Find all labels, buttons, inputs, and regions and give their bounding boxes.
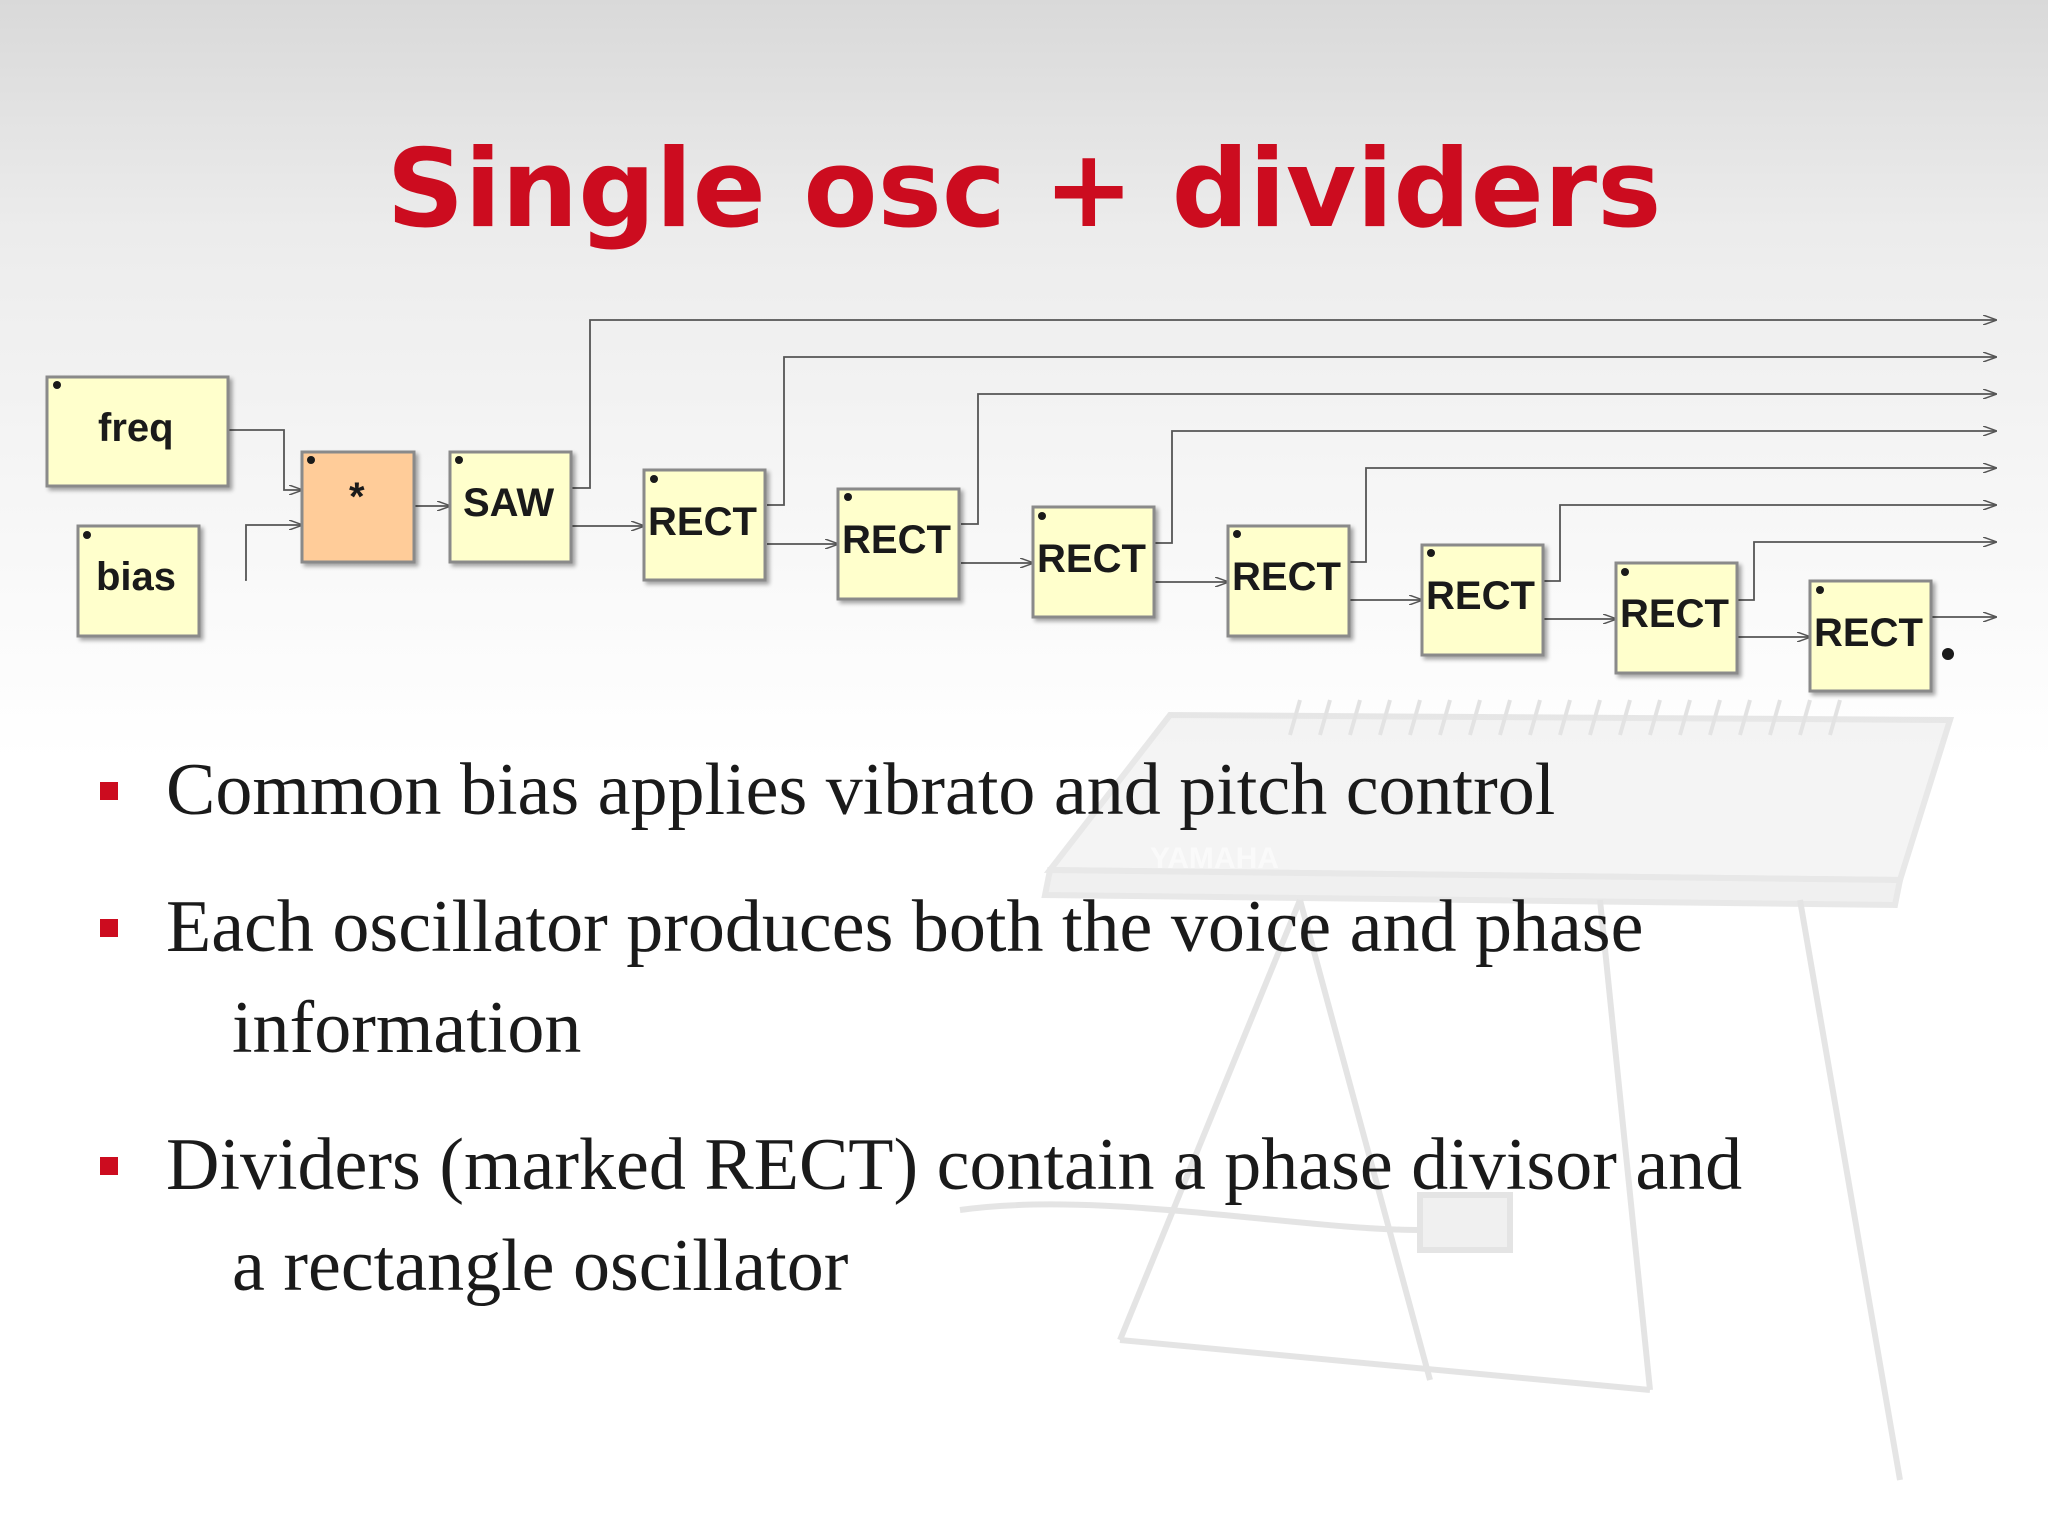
bullet-marker-icon: [100, 1157, 118, 1175]
slide-title: Single osc + dividers: [386, 127, 1662, 252]
bullet-text: Each oscillator produces both the voice …: [166, 886, 1644, 968]
bullet-item: Common bias applies vibrato and pitch co…: [100, 740, 2000, 841]
node-rect-7-label: RECT: [1814, 611, 1923, 655]
bullet-text: Common bias applies vibrato and pitch co…: [166, 749, 1556, 831]
bullet-item: Each oscillator produces both the voice …: [100, 877, 2000, 1079]
node-rect-6: [1614, 561, 1739, 675]
output-rect-2: [961, 394, 1996, 525]
node-rect-3: [1031, 505, 1156, 619]
node-rect-4-label: RECT: [1232, 555, 1341, 599]
bullet-marker-icon: [100, 782, 118, 800]
node-bias-label: bias: [96, 555, 176, 599]
bullet-text-continuation: information: [232, 987, 582, 1069]
bullet-list: Common bias applies vibrato and pitch co…: [100, 740, 2000, 1353]
node-multiply: [300, 450, 416, 564]
node-rect-5-label: RECT: [1426, 574, 1535, 618]
node-rect-4: [1226, 524, 1351, 638]
node-rect-3-label: RECT: [1037, 537, 1146, 581]
output-rect-4: [1349, 468, 1996, 563]
output-saw: [571, 320, 1996, 489]
bullet-text: Dividers (marked RECT) contain a phase d…: [166, 1124, 1743, 1206]
bullet-item: Dividers (marked RECT) contain a phase d…: [100, 1115, 2000, 1317]
yamaha-logo-text: YAMAHA: [1150, 842, 1279, 875]
wire-freq-to-multiply: [229, 429, 302, 490]
node-rect-1-label: RECT: [648, 500, 757, 544]
output-rect-3: [1155, 431, 1996, 544]
node-rect-6-label: RECT: [1620, 592, 1729, 636]
node-multiply-label: *: [349, 475, 365, 519]
node-rect-2: [836, 487, 961, 601]
node-bias: [76, 524, 201, 638]
end-terminal-dot: [1942, 648, 1954, 660]
node-freq: [45, 375, 230, 488]
node-freq-label: freq: [98, 406, 174, 450]
node-saw: [448, 450, 573, 564]
bullet-text-continuation: a rectangle oscillator: [232, 1225, 849, 1307]
node-rect-1: [642, 468, 767, 582]
node-saw-label: SAW: [463, 481, 554, 525]
node-rect-5: [1420, 543, 1545, 657]
output-rect-6: [1737, 542, 1996, 601]
output-rect-1: [767, 357, 1996, 506]
node-rect-7: [1808, 579, 1933, 693]
output-rect-5: [1543, 505, 1996, 582]
bullet-marker-icon: [100, 919, 118, 937]
node-rect-2-label: RECT: [842, 518, 951, 562]
wire-bias-to-multiply: [245, 525, 302, 581]
